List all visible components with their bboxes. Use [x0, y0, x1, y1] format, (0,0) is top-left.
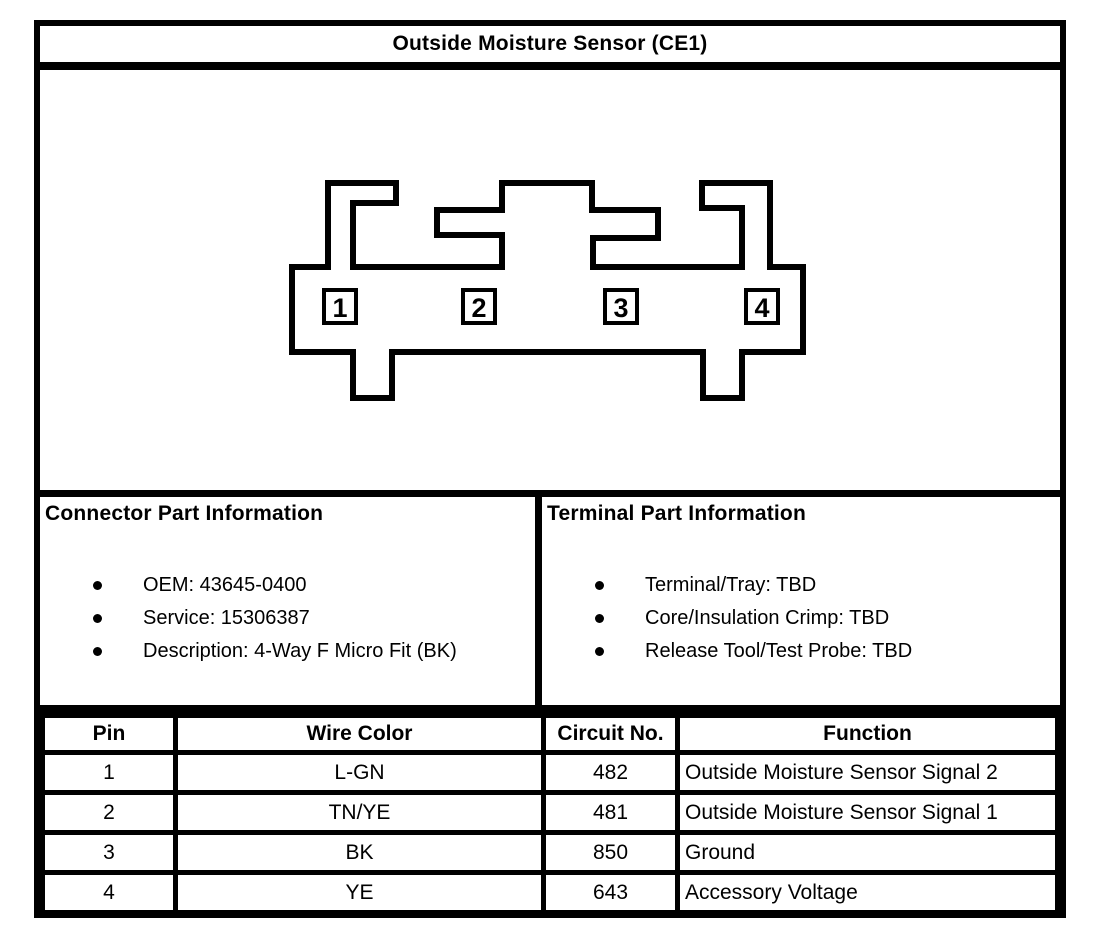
- bullet-icon: [595, 647, 604, 656]
- pin-cell: 1: [40, 750, 178, 795]
- terminal-part-info-heading: Terminal Part Information: [547, 502, 806, 525]
- list-item: Release Tool/Test Probe: TBD: [547, 635, 1060, 668]
- pin-4-label: 4: [754, 293, 769, 323]
- connector-diagram-area: 1 2 3 4: [40, 70, 1060, 497]
- bullet-icon: [93, 614, 102, 623]
- function-cell: Accessory Voltage: [675, 870, 1060, 915]
- table-row: 4 YE 643 Accessory Voltage: [40, 870, 1060, 915]
- service-number: Service: 15306387: [143, 607, 310, 629]
- bullet-icon: [93, 647, 102, 656]
- circuit-no-cell: 481: [541, 790, 680, 835]
- pin-3-label: 3: [613, 293, 628, 323]
- bullet-icon: [93, 581, 102, 590]
- terminal-tray: Terminal/Tray: TBD: [645, 574, 817, 596]
- function-cell: Ground: [675, 830, 1060, 875]
- pin-cavity-3: 3: [603, 288, 639, 325]
- circuit-no-cell: 482: [541, 750, 680, 795]
- pin-cell: 3: [40, 830, 178, 875]
- connector-description: Description: 4-Way F Micro Fit (BK): [143, 640, 457, 662]
- table-row: 1 L-GN 482 Outside Moisture Sensor Signa…: [40, 750, 1060, 795]
- wire-color-cell: BK: [173, 830, 546, 875]
- column-header-wire-color: Wire Color: [173, 713, 546, 755]
- circuit-no-cell: 643: [541, 870, 680, 915]
- oem-number: OEM: 43645-0400: [143, 574, 307, 596]
- pin-4-box: [744, 288, 780, 325]
- connector-spec-sheet: Outside Moisture Sensor (CE1) 1 2 3 4: [34, 20, 1066, 918]
- core-insulation-crimp: Core/Insulation Crimp: TBD: [645, 607, 890, 629]
- connector-outline: [289, 180, 806, 401]
- pin-table: Pin Wire Color Circuit No. Function 1 L-…: [40, 713, 1060, 915]
- terminal-part-info-list: Terminal/Tray: TBD Core/Insulation Crimp…: [547, 569, 1060, 668]
- wire-color-cell: TN/YE: [173, 790, 546, 835]
- column-header-pin: Pin: [40, 713, 178, 755]
- pin-table-header-row: Pin Wire Color Circuit No. Function: [40, 713, 1060, 755]
- pin-1-label: 1: [332, 293, 347, 323]
- table-row: 2 TN/YE 481 Outside Moisture Sensor Sign…: [40, 790, 1060, 835]
- pin-1-box: [322, 288, 358, 325]
- list-item: Core/Insulation Crimp: TBD: [547, 602, 1060, 635]
- pin-cavity-2: 2: [461, 288, 497, 325]
- connector-outline-drawing: 1 2 3 4: [289, 180, 806, 401]
- bullet-icon: [595, 614, 604, 623]
- connector-part-info-list: OEM: 43645-0400 Service: 15306387 Descri…: [45, 569, 535, 668]
- connector-part-info-section: Connector Part Information OEM: 43645-04…: [40, 497, 542, 705]
- connector-part-info-heading: Connector Part Information: [45, 502, 324, 525]
- function-cell: Outside Moisture Sensor Signal 1: [675, 790, 1060, 835]
- part-information-row: Connector Part Information OEM: 43645-04…: [40, 497, 1060, 713]
- list-item: Terminal/Tray: TBD: [547, 569, 1060, 602]
- wire-color-cell: YE: [173, 870, 546, 915]
- list-item: Description: 4-Way F Micro Fit (BK): [45, 635, 535, 668]
- pin-cell: 4: [40, 870, 178, 915]
- list-item: OEM: 43645-0400: [45, 569, 535, 602]
- table-row: 3 BK 850 Ground: [40, 830, 1060, 875]
- page-title: Outside Moisture Sensor (CE1): [392, 32, 708, 55]
- list-item: Service: 15306387: [45, 602, 535, 635]
- wire-color-cell: L-GN: [173, 750, 546, 795]
- bullet-icon: [595, 581, 604, 590]
- column-header-function: Function: [675, 713, 1060, 755]
- pin-cavity-4: 4: [744, 288, 780, 325]
- pin-3-box: [603, 288, 639, 325]
- pin-cell: 2: [40, 790, 178, 835]
- title-bar: Outside Moisture Sensor (CE1): [40, 26, 1060, 70]
- circuit-no-cell: 850: [541, 830, 680, 875]
- release-tool-test-probe: Release Tool/Test Probe: TBD: [645, 640, 913, 662]
- column-header-circuit-no: Circuit No.: [541, 713, 680, 755]
- pin-2-label: 2: [471, 293, 486, 323]
- terminal-part-info-section: Terminal Part Information Terminal/Tray:…: [542, 497, 1060, 705]
- pin-2-box: [461, 288, 497, 325]
- function-cell: Outside Moisture Sensor Signal 2: [675, 750, 1060, 795]
- pin-cavity-1: 1: [322, 288, 358, 325]
